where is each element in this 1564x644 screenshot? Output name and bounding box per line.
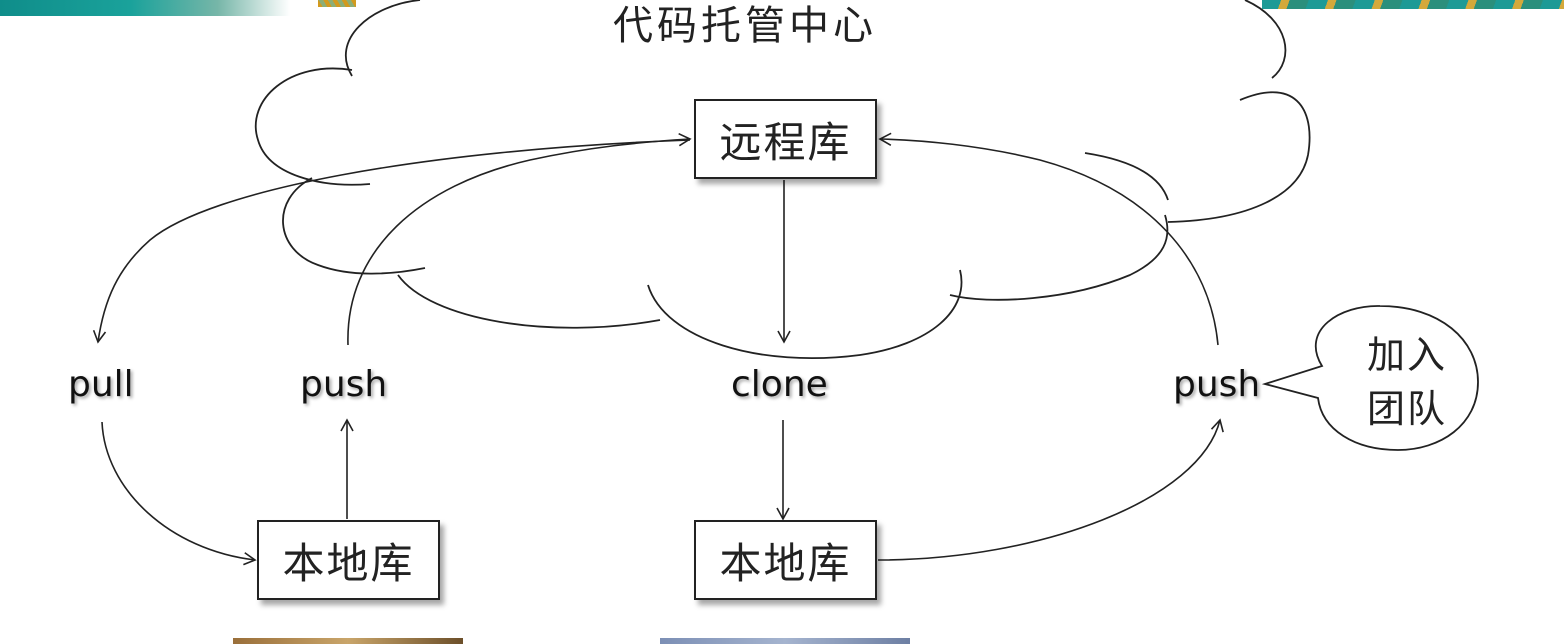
cloud-shape [255,0,1311,360]
clone-label: clone [731,364,828,405]
remote-repo-box: 远程库 [694,99,877,179]
arrow-push-left-to-remote [347,132,692,346]
cloud-lobe-right-inner [1084,152,1169,201]
arrow-remote-to-pull [92,139,691,344]
cloud-lobe-left-upper [255,67,371,186]
arrow-pull-to-local-left [101,421,257,566]
cloud-title: 代码托管中心 [613,3,877,49]
callout-line-2: 团队 [1366,387,1447,431]
callout-bubble [1261,305,1479,451]
arrow-push-right-to-remote [878,132,1219,346]
decorative-image-bottom-left [233,638,463,644]
local-repo-box-left: 本地库 [257,520,440,600]
cloud-lobe-top-right [1244,0,1287,79]
callout-text: 加入 团队 [1352,328,1462,436]
local-repo-box-right: 本地库 [694,520,877,600]
decorative-banner-top-right [1262,0,1564,9]
callout-line-1: 加入 [1366,333,1447,377]
cloud-lobe-bottom-center [647,269,963,360]
push-label-right: push [1173,364,1261,405]
cloud-lobe-bottom-right [949,214,1169,301]
arrows [92,132,1224,566]
arrow-local-right-to-push [877,418,1224,561]
decorative-stripes-top [318,0,356,7]
cloud-lobe-top-left [345,0,421,77]
cloud-lobe-left-lower [282,177,426,275]
decorative-banner-top-left [0,0,290,16]
push-label-left: push [300,364,388,405]
cloud-lobe-bottom-left [397,274,661,329]
decorative-image-bottom-right [660,638,910,644]
cloud-lobe-right-upper [1167,91,1311,223]
pull-label: pull [68,364,134,405]
